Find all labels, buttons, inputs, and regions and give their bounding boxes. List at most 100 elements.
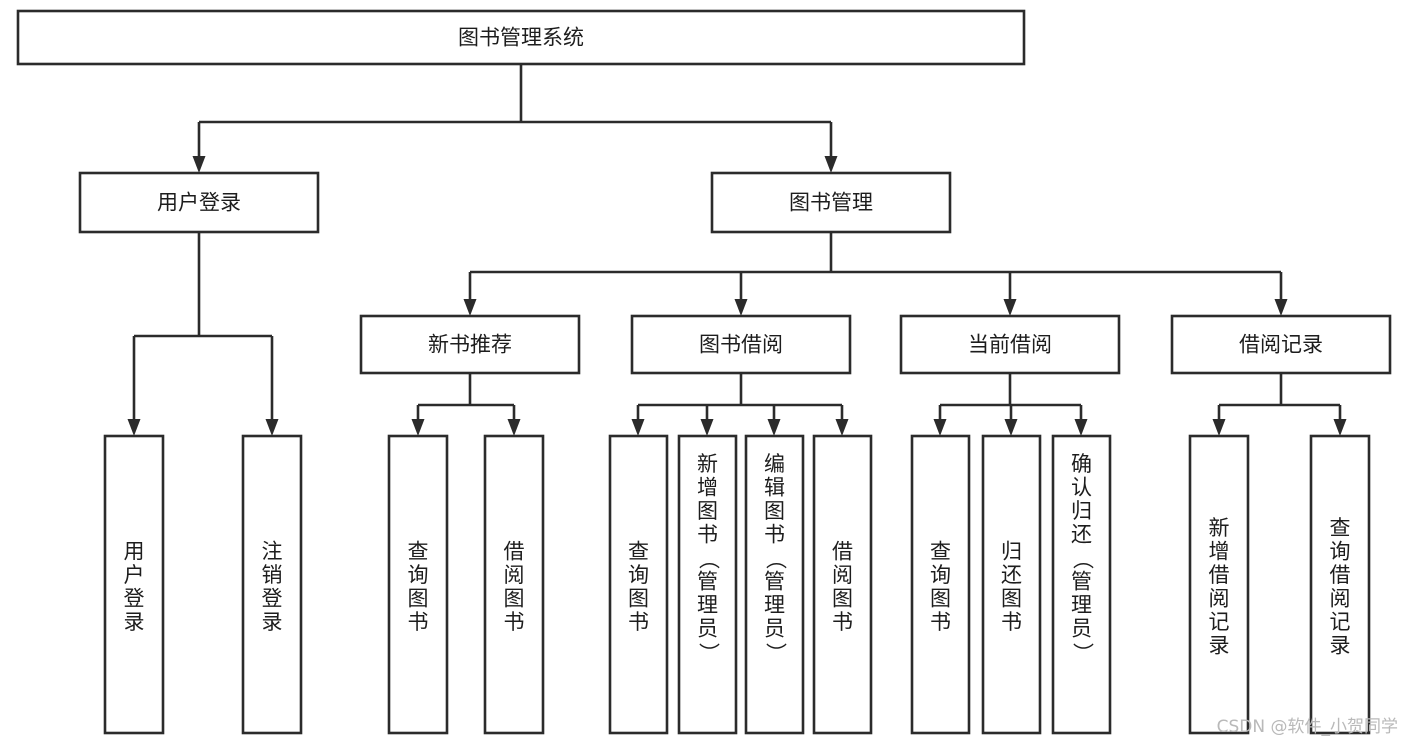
node-user-login[interactable]: 用户登录 — [78, 171, 320, 234]
node-label-char: 新 — [1209, 516, 1230, 540]
node-label-char: 辑 — [764, 475, 785, 499]
connector-userlogin-to-leaves — [127, 232, 279, 436]
node-label-char: （ — [764, 548, 788, 569]
node-label-char: 增 — [697, 475, 718, 499]
node-label-char: 还 — [1071, 522, 1092, 546]
node-label-char: 图 — [697, 499, 718, 523]
node-label-char: 查 — [930, 539, 951, 563]
node-current-borrow[interactable]: 当前借阅 — [899, 314, 1121, 375]
node-box — [981, 434, 1042, 735]
node-box — [16, 9, 1026, 66]
node-label-char: 管 — [764, 569, 785, 593]
node-label-char: 录 — [1209, 633, 1230, 657]
node-book-borrow[interactable]: 图书借阅 — [630, 314, 852, 375]
node-label: 图书借阅 — [699, 333, 783, 357]
node-label-char: 认 — [1071, 475, 1092, 499]
node-label-char: 注 — [262, 539, 283, 563]
node-label-char: 书 — [504, 610, 525, 634]
node-leaf-user-login[interactable]: 用户登录 — [103, 434, 165, 735]
connector-arrowhead — [1274, 299, 1288, 316]
node-label-char: 图 — [930, 586, 951, 610]
node-label-char: 查 — [628, 539, 649, 563]
node-root[interactable]: 图书管理系统 — [16, 9, 1026, 66]
node-label-char: 书 — [697, 522, 718, 546]
connector-arrowhead — [835, 419, 849, 436]
connector-arrowhead — [265, 419, 279, 436]
node-label-char: 书 — [408, 610, 429, 634]
node-label: 图书管理系统 — [458, 26, 584, 50]
connectors-layer — [127, 64, 1347, 436]
node-label-char: 管 — [1071, 569, 1092, 593]
node-label-char: 借 — [504, 539, 525, 563]
connector-arrowhead — [1003, 299, 1017, 316]
node-label-char: 图 — [764, 499, 785, 523]
node-label-char: 阅 — [1330, 586, 1351, 610]
connector-arrowhead — [411, 419, 425, 436]
node-label-char: （ — [697, 548, 721, 569]
node-label-char: 归 — [1071, 499, 1092, 523]
node-label-char: 图 — [408, 586, 429, 610]
node-box — [630, 314, 852, 375]
node-label-char: 录 — [1330, 633, 1351, 657]
node-label-char: ） — [764, 642, 788, 663]
node-box — [103, 434, 165, 735]
connector-arrowhead — [824, 156, 838, 173]
node-label-char: 还 — [1001, 563, 1022, 587]
node-label-char: 书 — [764, 522, 785, 546]
node-box — [744, 434, 805, 735]
node-label-char: 询 — [1330, 539, 1351, 563]
connector-bookmgmt-to-level3 — [463, 232, 1288, 316]
node-label-char: 借 — [1330, 563, 1351, 587]
connector-borrowrecords-to-leaves — [1212, 373, 1347, 436]
node-label-char: 增 — [1209, 539, 1230, 563]
node-new-book-recommend[interactable]: 新书推荐 — [359, 314, 581, 375]
node-label-char: 书 — [628, 610, 649, 634]
connector-arrowhead — [1212, 419, 1226, 436]
connector-arrowhead — [192, 156, 206, 173]
connector-arrowhead — [463, 299, 477, 316]
node-label-char: 借 — [1209, 563, 1230, 587]
node-book-management[interactable]: 图书管理 — [710, 171, 952, 234]
node-label-char: 书 — [832, 610, 853, 634]
node-label-char: 询 — [408, 563, 429, 587]
node-label-char: 销 — [262, 563, 283, 587]
connector-arrowhead — [631, 419, 645, 436]
connector-root-to-level2 — [192, 64, 838, 173]
nodes-layer: 图书管理系统用户登录图书管理新书推荐图书借阅当前借阅借阅记录用户登录注销登录查询… — [16, 9, 1392, 735]
node-label-char: （ — [1071, 548, 1095, 569]
node-box — [1188, 434, 1250, 735]
node-box — [608, 434, 669, 735]
node-label-char: 员 — [697, 616, 718, 640]
node-label: 图书管理 — [789, 191, 873, 215]
node-box — [812, 434, 873, 735]
node-borrow-records[interactable]: 借阅记录 — [1170, 314, 1392, 375]
connector-bookborrow-to-leaves — [631, 373, 849, 436]
node-label-char: 确 — [1071, 452, 1092, 476]
connector-arrowhead — [507, 419, 521, 436]
node-label-char: 编 — [764, 452, 785, 476]
node-label-char: 录 — [262, 610, 283, 634]
node-label-char: 记 — [1330, 610, 1351, 634]
node-label-char: 书 — [1001, 610, 1022, 634]
node-label-char: 阅 — [1209, 586, 1230, 610]
node-box — [710, 171, 952, 234]
node-box — [359, 314, 581, 375]
node-label-char: 员 — [764, 616, 785, 640]
node-label-char: 录 — [124, 610, 145, 634]
connector-arrowhead — [1004, 419, 1018, 436]
node-label-char: 户 — [124, 563, 145, 587]
node-box — [1309, 434, 1371, 735]
